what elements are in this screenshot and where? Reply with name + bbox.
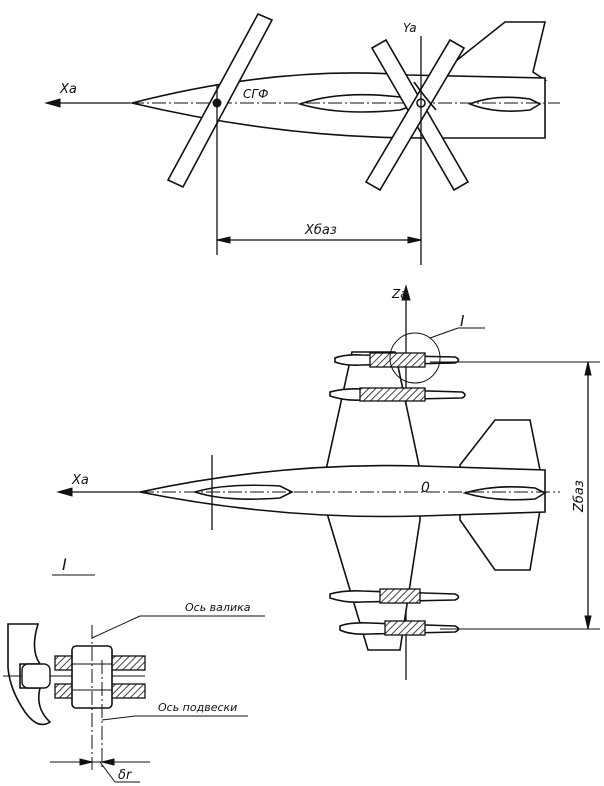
rear-wing-b <box>364 38 466 192</box>
xa-label-top: Xa <box>59 82 77 97</box>
xa-arrow-top <box>44 98 61 108</box>
pylon-2 <box>329 387 466 402</box>
za-arrow <box>401 284 411 301</box>
fairing-plan-front <box>192 484 294 500</box>
detail-title: I <box>62 555 67 574</box>
plan-view: Za Xa 0 I Zбаз <box>56 284 600 680</box>
roller-axis-label: Ось валика <box>185 601 251 614</box>
detail-view: I Ось валика Ось подвески δr <box>3 555 265 783</box>
ya-label: Ya <box>403 21 417 35</box>
xa-arrow-bottom <box>56 487 73 497</box>
side-view: Xa Ya СГФ Xбаз <box>44 12 560 265</box>
fairing-plan-rear <box>462 485 547 501</box>
detail-wall <box>7 623 52 726</box>
fuselage-side <box>131 72 546 139</box>
delta-label: δr <box>118 768 133 783</box>
origin-label: 0 <box>421 480 430 496</box>
fairing-rear <box>467 96 542 112</box>
pylon-3 <box>329 588 460 604</box>
pylon-4 <box>339 620 460 636</box>
cg-label: СГФ <box>243 87 268 101</box>
fuselage-plan <box>139 464 546 518</box>
detail-circle <box>389 332 441 384</box>
suspension-axis-label: Ось подвески <box>158 701 237 714</box>
za-label: Za <box>391 287 408 301</box>
zbaz-label: Zбаз <box>572 480 587 513</box>
pylon-1 <box>334 352 460 368</box>
xbaz-label: Xбаз <box>304 223 337 238</box>
xa-label-bottom: Xa <box>71 473 89 488</box>
detail-marker: I <box>460 312 465 330</box>
